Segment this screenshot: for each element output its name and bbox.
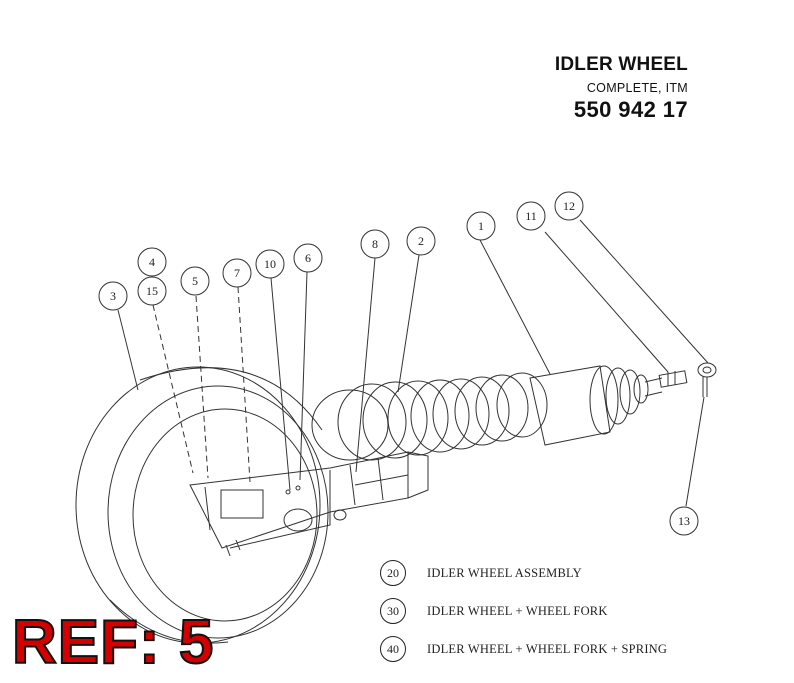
idler-wheel-hub-ring <box>132 408 318 622</box>
part-number: 550 942 17 <box>573 97 688 122</box>
callout-2: 2 <box>418 234 424 248</box>
legend-item: 20 IDLER WHEEL ASSEMBLY <box>380 554 667 592</box>
callout-8: 8 <box>372 237 378 251</box>
legend-number-circle: 30 <box>380 598 406 624</box>
ref-label: REF: 5 <box>11 608 215 677</box>
callout-3: 3 <box>110 289 116 303</box>
legend-item: 40 IDLER WHEEL + WHEEL FORK + SPRING <box>380 630 667 668</box>
idler-wheel-inner-rim <box>107 385 329 639</box>
wheel-fork <box>189 451 429 557</box>
grease-nipple <box>658 362 717 397</box>
callout-13: 13 <box>678 514 690 528</box>
legend-number-circle: 20 <box>380 560 406 586</box>
legend-item: 30 IDLER WHEEL + WHEEL FORK <box>380 592 667 630</box>
assembly-legend: 20 IDLER WHEEL ASSEMBLY 30 IDLER WHEEL +… <box>380 554 667 668</box>
title-block: IDLER WHEEL COMPLETE, ITM 550 942 17 <box>555 54 688 123</box>
spring <box>311 372 548 461</box>
legend-label: IDLER WHEEL ASSEMBLY <box>427 565 582 580</box>
callout-circles <box>98 191 699 536</box>
callout-10: 10 <box>264 257 276 271</box>
legend-number-circle: 40 <box>380 636 406 662</box>
idler-wheel-tread-lower <box>109 599 229 644</box>
callout-5: 5 <box>192 274 198 288</box>
diagram-subtitle: COMPLETE, ITM <box>586 81 688 95</box>
callout-7: 7 <box>234 266 240 280</box>
callout-4: 4 <box>149 255 155 269</box>
legend-label: IDLER WHEEL + WHEEL FORK <box>427 603 608 618</box>
callout-11: 11 <box>525 209 537 223</box>
callout-12: 12 <box>563 199 575 213</box>
legend-label: IDLER WHEEL + WHEEL FORK + SPRING <box>427 641 668 656</box>
idler-wheel-outer-rim <box>75 366 321 644</box>
callout-1: 1 <box>478 219 484 233</box>
diagram-title: IDLER WHEEL <box>554 54 688 75</box>
callout-labels: 1 2 3 4 5 6 7 8 10 11 12 13 15 <box>110 199 690 528</box>
leader-lines-dashed <box>152 286 251 483</box>
idler-wheel-tread <box>139 367 323 431</box>
leader-lines <box>117 219 709 507</box>
tension-cylinder <box>529 365 663 446</box>
callout-6: 6 <box>305 251 311 265</box>
callout-15: 15 <box>146 284 158 298</box>
drawing <box>75 191 717 644</box>
